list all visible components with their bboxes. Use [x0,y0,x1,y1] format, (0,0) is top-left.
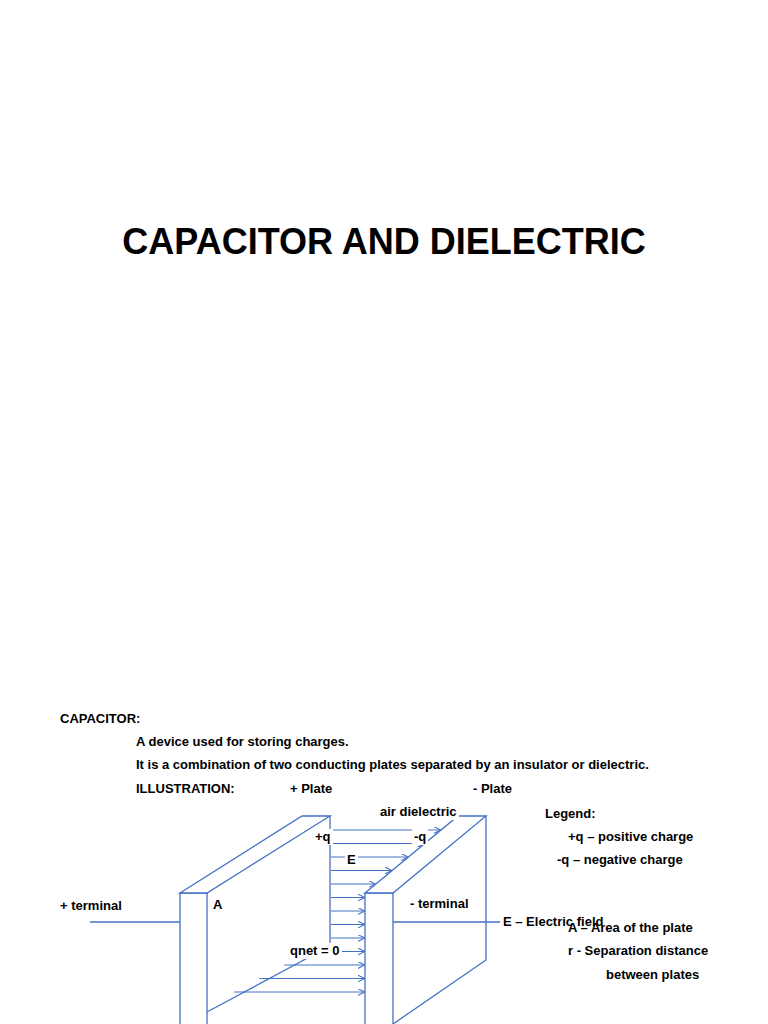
label-anchor: qnet = 0 [288,943,342,959]
legend-text: r - Separation distance between plates [568,939,728,987]
field-arrow [234,992,364,993]
legend-text: A – Area of the plate [568,920,693,936]
plate-label: - Plate [473,781,512,797]
field-arrow [331,870,391,871]
field-arrow [259,978,364,979]
label-anchor: air dielectric [378,804,459,820]
legend-text: +q – positive charge [568,829,693,845]
label-anchor: -q – negative charge [557,852,683,868]
definition-text: A device used for storing charges. [136,734,349,750]
section-heading: CAPACITOR: [60,711,140,727]
positive-plate-top [180,816,330,893]
label-anchor: It is a combination of two conducting pl… [136,757,649,773]
definition-text: It is a combination of two conducting pl… [136,757,649,773]
label-anchor: A [211,897,224,913]
terminal-label: + terminal [60,898,122,914]
field-arrow [284,965,364,966]
label-anchor: + Plate [290,781,332,797]
label-anchor: + terminal [60,898,122,914]
slide-title: CAPACITOR AND DIELECTRIC [0,220,768,264]
label-anchor: A – Area of the plate [568,920,693,936]
charge-label: +q [313,829,333,845]
label-anchor: -q [412,829,428,845]
negative-terminal-wire [393,921,500,922]
field-arrow [331,897,364,898]
label-anchor: r - Separation distance between plates [568,939,728,987]
label-anchor: - terminal [410,896,469,912]
negative-plate-bottom [393,960,486,1024]
positive-terminal-wire [90,921,180,922]
label-anchor: +q [313,829,333,845]
label-anchor: +q – positive charge [568,829,693,845]
negative-plate-front [365,893,393,1024]
dielectric-label: air dielectric [378,804,459,820]
terminal-label: - terminal [410,896,469,912]
label-anchor: A device used for storing charges. [136,734,349,750]
plate-label: + Plate [290,781,332,797]
net-charge-label: qnet = 0 [288,943,342,959]
label-anchor: CAPACITOR: [60,711,140,727]
field-label: E [345,852,358,868]
field-arrow [331,884,375,885]
electric-field-lines [234,830,440,992]
field-arrow [331,938,364,939]
illustration-heading: ILLUSTRATION: [136,781,235,797]
area-label: A [211,897,224,913]
field-arrow [331,911,364,912]
label-anchor: - Plate [473,781,512,797]
title-anchor: CAPACITOR AND DIELECTRIC [0,220,768,264]
charge-label: -q [412,829,428,845]
field-arrow [331,843,424,844]
legend-text: -q – negative charge [557,852,683,868]
label-anchor: ILLUSTRATION: [136,781,235,797]
positive-plate-front [180,893,207,1024]
label-anchor: E [345,852,358,868]
field-arrow [331,857,407,858]
legend-heading: Legend: [545,806,596,822]
negative-plate-top [365,816,486,893]
capacitor-plates [90,816,500,1024]
label-anchor: Legend: [545,806,596,822]
field-arrow [331,924,364,925]
negative-plate-edge [485,816,486,960]
